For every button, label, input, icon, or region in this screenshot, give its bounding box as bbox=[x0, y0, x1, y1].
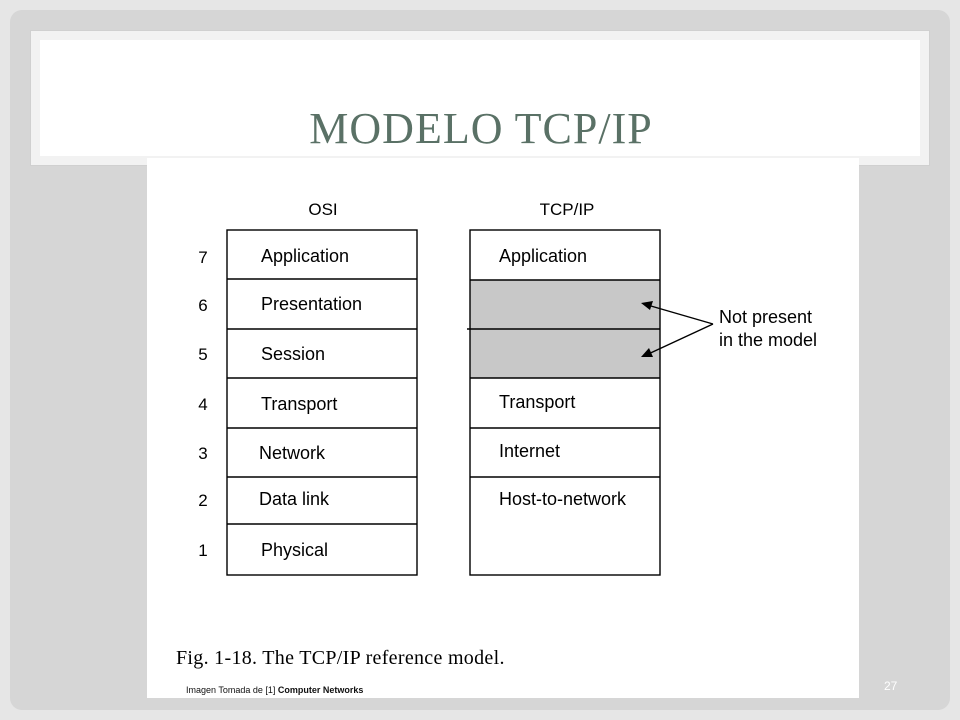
arrowhead-icon bbox=[641, 301, 653, 310]
page-number: 27 bbox=[884, 679, 898, 693]
layer-number: 2 bbox=[198, 491, 207, 510]
osi-layer-label: Data link bbox=[259, 489, 330, 509]
figure-panel: OSI TCP/IP 7 6 5 4 3 2 1 Application Pre… bbox=[147, 158, 859, 698]
image-credit: Imagen Tomada de [1] Computer Networks bbox=[186, 685, 363, 695]
osi-layer-label: Application bbox=[261, 246, 349, 266]
arrow-line bbox=[643, 303, 714, 325]
osi-layer-label: Transport bbox=[261, 394, 337, 414]
tcpip-header: TCP/IP bbox=[540, 200, 595, 219]
osi-layer-label: Physical bbox=[261, 540, 328, 560]
osi-tcpip-diagram: OSI TCP/IP 7 6 5 4 3 2 1 Application Pre… bbox=[198, 200, 817, 576]
layer-number: 7 bbox=[198, 248, 207, 267]
osi-stack-border bbox=[226, 229, 418, 576]
annotation-line-2: in the model bbox=[719, 330, 817, 350]
annotation-line-1: Not present bbox=[719, 307, 812, 327]
tcpip-layer-label: Internet bbox=[499, 441, 560, 461]
osi-stack bbox=[226, 229, 418, 576]
layer-number: 3 bbox=[198, 444, 207, 463]
layer-number: 1 bbox=[198, 541, 207, 560]
arrowhead-icon bbox=[641, 348, 653, 357]
slide-title: MODELO TCP/IP bbox=[309, 104, 653, 153]
tcpip-layer-label: Application bbox=[499, 246, 587, 266]
layer-number: 5 bbox=[198, 345, 207, 364]
figure-caption: Fig. 1-18. The TCP/IP reference model. bbox=[176, 647, 505, 669]
arrow-line bbox=[643, 323, 714, 357]
tcpip-layer-label: Transport bbox=[499, 392, 575, 412]
tcpip-stack-border bbox=[469, 229, 661, 576]
layer-number: 4 bbox=[198, 395, 207, 414]
osi-layer-label: Network bbox=[259, 443, 326, 463]
credit-source: Computer Networks bbox=[277, 685, 364, 695]
tcpip-stack bbox=[467, 229, 661, 576]
title-box: MODELO TCP/IP bbox=[30, 30, 930, 166]
osi-layer-label: Session bbox=[261, 344, 325, 364]
osi-header: OSI bbox=[308, 200, 337, 219]
credit-prefix: Imagen Tomada de [1] bbox=[186, 685, 278, 695]
osi-layer-label: Presentation bbox=[261, 294, 362, 314]
annotation-arrows bbox=[643, 303, 714, 357]
layer-number: 6 bbox=[198, 296, 207, 315]
tcpip-layer-label: Host-to-network bbox=[499, 489, 627, 509]
